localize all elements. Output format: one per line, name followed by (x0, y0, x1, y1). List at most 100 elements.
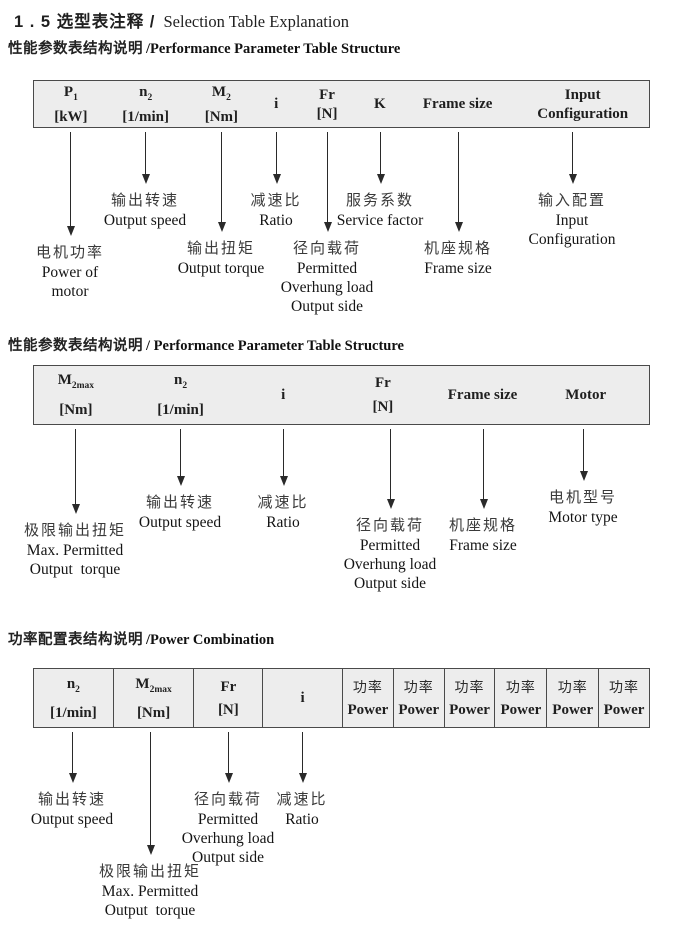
column-header-symbol: P1 (64, 84, 78, 106)
column-header: n2[1/min] (108, 81, 184, 127)
column-header-main: n (139, 83, 148, 100)
callout-label-en: Overhung load (280, 279, 374, 296)
column-header: i (259, 81, 293, 127)
column-header-symbol: Frame size (423, 96, 493, 112)
arrow-shaft (150, 732, 151, 846)
down-arrow (375, 132, 386, 184)
callout-label-en: Overhung load (181, 830, 275, 847)
callout-label-cn: 减速比 (276, 791, 328, 808)
column-header-main: 功率 (609, 678, 640, 695)
column-header-main: K (374, 96, 386, 112)
column-header: 功率 Power (443, 669, 495, 727)
column-header-unit: Power (449, 701, 490, 718)
arrow-shaft (302, 732, 303, 774)
column-header-unit: Configuration (537, 105, 629, 122)
column-header-symbol: 功率 (353, 679, 383, 695)
section-heading: 功率配置表结构说明/Power Combination (8, 628, 274, 649)
column-header-main: Fr (319, 86, 335, 103)
down-arrow (322, 132, 333, 232)
callout-label-en: Overhung load (343, 556, 437, 573)
section-heading-en: / Performance Parameter Table Structure (146, 338, 404, 354)
arrow-shaft (327, 132, 328, 223)
arrow-shaft (75, 429, 76, 505)
column-header-subscript: 2 (182, 381, 188, 391)
arrow-shaft (228, 732, 229, 774)
column-header: n2[1/min] (118, 366, 244, 424)
column-header-symbol: i (274, 96, 278, 112)
column-header-main: M (211, 83, 227, 100)
column-header-subscript: 1 (73, 92, 78, 103)
down-arrow (278, 429, 289, 486)
callout-label-en: Output speed (103, 212, 187, 229)
column-header-symbol: Motor (565, 387, 606, 403)
column-header: Fr[N] (293, 81, 361, 127)
callout-label-en: Input (555, 212, 589, 229)
callout-label-en: Output side (291, 298, 363, 315)
page-title-en: Selection Table Explanation (163, 12, 349, 31)
column-header-unit: [kW] (54, 108, 88, 125)
down-arrow (145, 732, 156, 855)
callout-label-cn: 服务系数 (345, 192, 414, 209)
callout-label-en: Output speed (138, 514, 222, 531)
callout-label-cn: 机座规格 (448, 517, 517, 534)
column-header-main: 功率 (557, 678, 588, 695)
column-header-symbol: 功率 (455, 679, 485, 695)
arrow-shaft (572, 132, 573, 175)
column-header-unit: [Nm] (136, 704, 171, 721)
callout-label-cn: 输出转速 (145, 494, 214, 511)
column-header: 功率 Power (494, 669, 546, 727)
column-header-main: Motor (565, 387, 607, 403)
arrow-shaft (72, 732, 73, 774)
down-arrow (67, 732, 78, 783)
callout-label-cn: 输出转速 (110, 192, 179, 209)
column-header-symbol: n2 (174, 372, 187, 394)
column-header-unit: [N] (217, 701, 239, 718)
column-header-unit: Power (500, 701, 542, 718)
column-header-main: 功率 (454, 678, 485, 695)
callout-label-en: Ratio (285, 811, 319, 828)
callout-label-en: Permitted (359, 537, 421, 554)
callout-label-en: Service factor (336, 212, 424, 229)
column-header-main: 功率 (403, 678, 434, 695)
column-header-symbol: 功率 (609, 679, 639, 695)
arrow-head (66, 226, 75, 236)
arrow-shaft (70, 132, 71, 227)
column-header: P1 [kW] (34, 81, 108, 127)
down-arrow (453, 132, 464, 232)
arrow-head (376, 174, 385, 184)
section-heading: 性能参数表结构说明/ Performance Parameter Table S… (8, 334, 404, 355)
arrow-head (141, 174, 150, 184)
arrow-head (323, 222, 332, 232)
down-arrow (271, 132, 282, 184)
column-header-symbol: n2 (139, 84, 152, 106)
down-arrow (223, 732, 234, 783)
arrow-head (479, 499, 488, 509)
column-header-subscript: 2max (71, 381, 95, 391)
column-header-symbol: Fr (375, 375, 391, 391)
callout-label-en: motor (51, 283, 89, 300)
arrow-head (272, 174, 281, 184)
callout-label-en: Output torque (104, 902, 196, 919)
column-header-symbol: Frame size (448, 387, 518, 403)
column-header-main: 功率 (505, 678, 536, 695)
callout-label-cn: 输出扭矩 (186, 240, 255, 257)
column-header-subscript: 2 (147, 92, 153, 103)
arrow-head (579, 471, 588, 481)
callout-label-en: Frame size (424, 260, 492, 277)
arrow-head (568, 174, 577, 184)
section-heading-en: /Power Combination (146, 632, 275, 648)
callout-label-cn: 输出转速 (37, 791, 106, 808)
callout-label-en: Output speed (30, 811, 114, 828)
